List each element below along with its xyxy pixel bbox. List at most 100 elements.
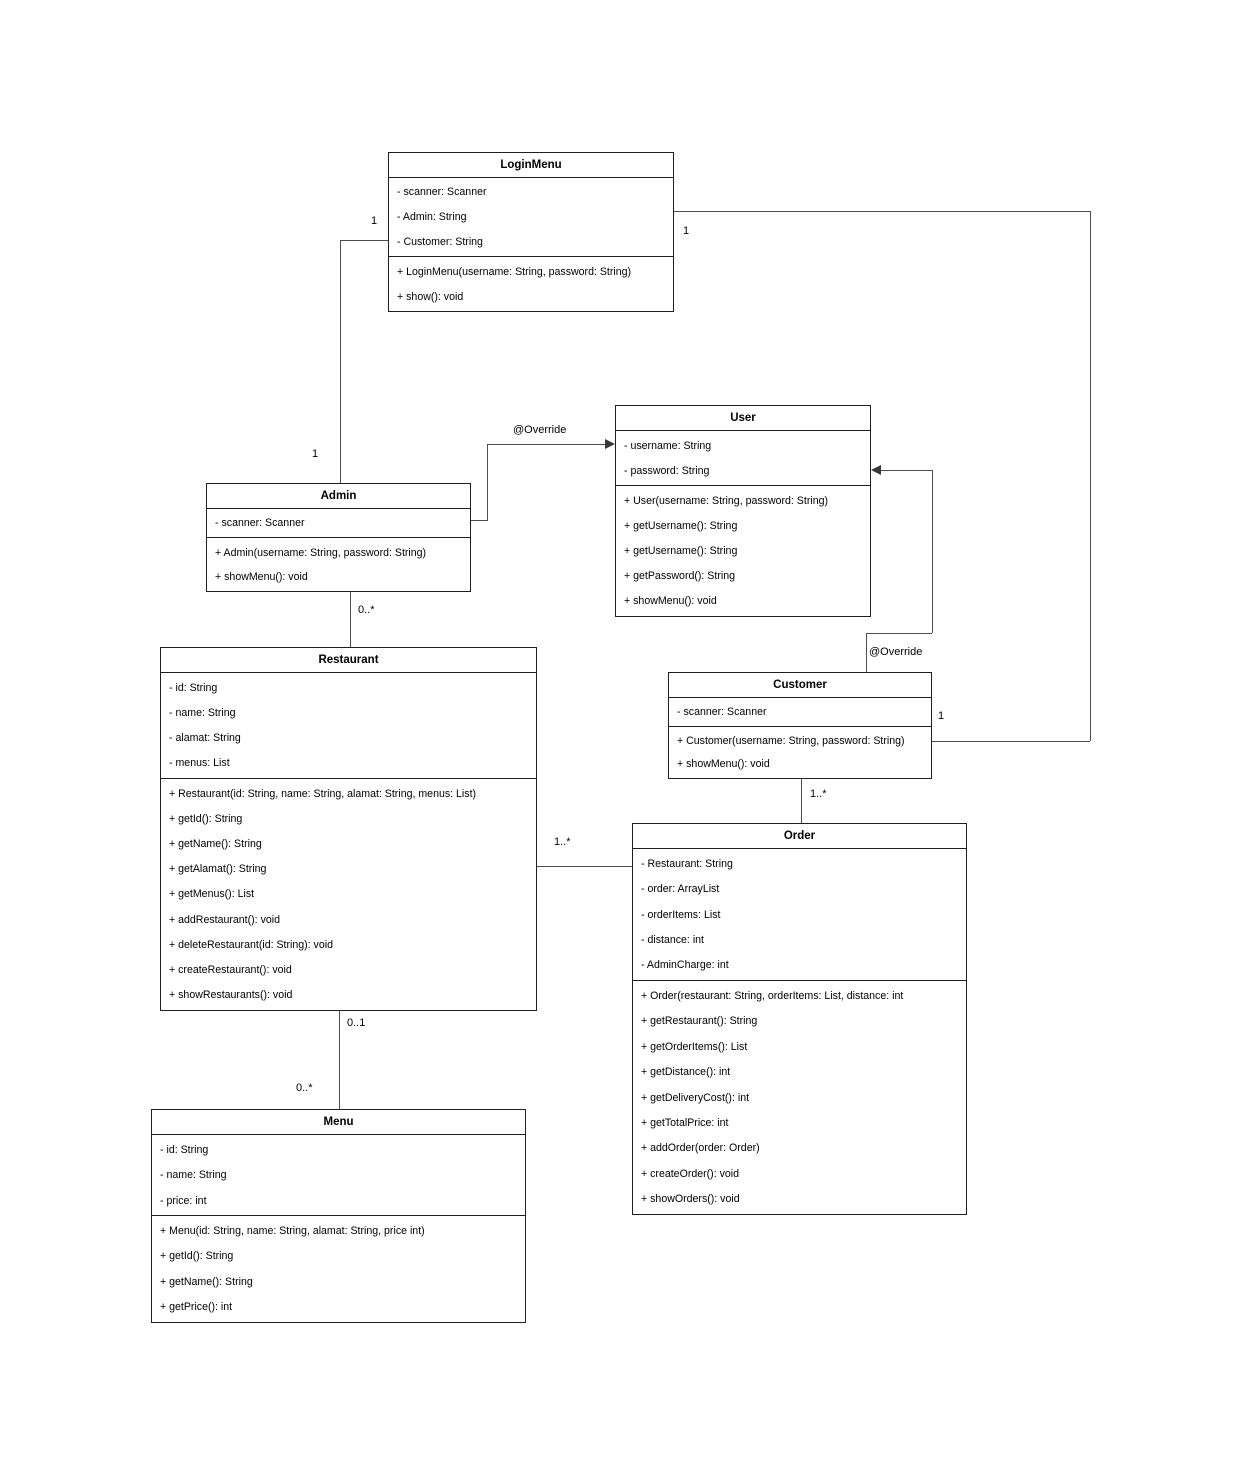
override-label: @Override: [513, 424, 567, 436]
association-loginmenu-customer-segment: [932, 741, 1090, 742]
association-restaurant-menu-segment: [339, 1011, 340, 1109]
multiplicity-label: 0..1: [347, 1017, 366, 1029]
class-attributes-section: - scanner: Scanner - Admin: String - Custo…: [389, 178, 673, 256]
class-attribute-row: - Admin: String: [397, 211, 467, 224]
class-title: LoginMenu: [389, 153, 673, 178]
class-attribute-row: - Restaurant: String: [641, 857, 733, 870]
class-attribute-row: - AdminCharge: int: [641, 959, 729, 972]
class-method-row: + createOrder(): void: [641, 1167, 740, 1180]
class-methods-section: + Menu(id: String, name: String, alamat:…: [152, 1215, 525, 1322]
class-method-row: + showMenu(): void: [677, 758, 770, 771]
association-loginmenu-customer-segment: [674, 211, 1090, 212]
multiplicity-label: 1..*: [554, 836, 571, 848]
arrowhead-admin-to-user-icon: [605, 439, 615, 449]
class-title: Menu: [152, 1110, 525, 1135]
class-method-row: + Restaurant(id: String, name: String, a…: [169, 787, 477, 800]
class-method-row: + getOrderItems(): List: [641, 1040, 748, 1053]
class-attributes-section: - scanner: Scanner: [669, 698, 931, 726]
class-attribute-row: - scanner: Scanner: [215, 517, 305, 530]
class-method-row: + getPrice(): int: [160, 1301, 233, 1314]
class-attribute-row: - id: String: [160, 1143, 209, 1156]
association-loginmenu-customer-segment: [1090, 211, 1091, 741]
class-method-row: + showRestaurants(): void: [169, 989, 293, 1002]
class-box-admin: Admin- scanner: Scanner+ Admin(username:…: [206, 483, 471, 592]
class-method-row: + addOrder(order: Order): [641, 1142, 760, 1155]
class-attributes-section: - username: String - password: String: [616, 431, 870, 485]
class-method-row: + Order(restaurant: String, orderItems: …: [641, 989, 904, 1002]
class-attribute-row: - name: String: [169, 706, 236, 719]
class-attribute-row: - price: int: [160, 1194, 207, 1207]
class-box-menu: Menu- id: String- name: String- price: i…: [151, 1109, 526, 1323]
override-arrow-admin-user-segment: [471, 520, 488, 521]
override-arrow-admin-user-segment: [487, 444, 488, 521]
class-box-user: User - username: String - password: String…: [615, 405, 871, 617]
class-methods-section: + User(username: String, password: Strin…: [616, 485, 870, 616]
class-method-row: + showMenu(): void: [215, 570, 308, 583]
class-method-row: + showOrders(): void: [641, 1193, 740, 1206]
arrowhead-customer-to-user-icon: [871, 465, 881, 475]
class-method-row: + getTotalPrice: int: [641, 1116, 729, 1129]
class-method-row: + getName(): String: [169, 838, 262, 850]
override-arrow-customer-user-segment: [881, 470, 932, 471]
class-method-row: + Admin(username: String, password: Stri…: [215, 546, 427, 559]
class-method-row: + getMenus(): List: [169, 888, 255, 901]
class-attribute-row: - order: ArrayList: [641, 883, 720, 896]
class-box-customer: Customer - scanner: Scanner + Customer(use…: [668, 672, 932, 779]
class-methods-section: + Admin(username: String, password: Stri…: [207, 537, 470, 591]
class-attribute-row: - scanner: Scanner: [397, 186, 487, 199]
multiplicity-label: 0..*: [296, 1082, 313, 1094]
class-method-row: + getRestaurant(): String: [641, 1015, 758, 1028]
class-attribute-row: - menus: List: [169, 757, 230, 770]
class-method-row: + show(): void: [397, 290, 464, 303]
class-method-row: + getId(): String: [160, 1250, 234, 1263]
class-title: Customer: [669, 673, 931, 698]
association-restaurant-order-segment: [537, 866, 632, 867]
class-methods-section: + Restaurant(id: String, name: String, a…: [161, 777, 536, 1010]
class-methods-section: + Order(restaurant: String, orderItems: …: [633, 980, 966, 1214]
class-attribute-row: - id: String: [169, 681, 218, 694]
class-method-row: + getName(): String: [160, 1275, 253, 1288]
class-attributes-section: - id: String - name: String - alamat: Stri…: [161, 673, 536, 778]
class-attribute-row: - username: String: [624, 439, 712, 452]
class-method-row: + getDeliveryCost(): int: [641, 1091, 750, 1104]
multiplicity-label: 1: [938, 710, 945, 722]
class-attribute-row: - alamat: String: [169, 732, 241, 745]
class-method-row: + getDistance(): int: [641, 1066, 731, 1079]
class-method-row: + createRestaurant(): void: [169, 964, 292, 977]
class-attribute-row: - scanner: Scanner: [677, 705, 767, 718]
multiplicity-label: 1: [683, 225, 690, 237]
class-title: User: [616, 406, 870, 431]
class-attribute-row: - password: String: [624, 464, 710, 477]
class-method-row: + getUsername(): String: [624, 519, 738, 532]
class-method-row: + getId(): String: [169, 812, 243, 825]
class-box-loginmenu: LoginMenu - scanner: Scanner - Admin: Stri…: [388, 152, 674, 312]
class-attribute-row: - Customer: String: [397, 235, 483, 248]
multiplicity-label: 1: [312, 448, 319, 460]
class-method-row: + addRestaurant(): void: [169, 913, 281, 926]
class-attributes-section: - scanner: Scanner: [207, 509, 470, 537]
class-method-row: + getPassword(): String: [624, 570, 735, 583]
class-method-row: + LoginMenu(username: String, password: …: [397, 265, 632, 278]
class-method-row: + User(username: String, password: Strin…: [624, 494, 829, 507]
class-attribute-row: - orderItems: List: [641, 908, 721, 921]
association-customer-order-segment: [801, 779, 802, 823]
class-attributes-section: - Restaurant: String - order: ArrayList - …: [633, 849, 966, 980]
class-methods-section: + Customer(username: String, password: S…: [669, 725, 931, 778]
class-method-row: + Menu(id: String, name: String, alamat:…: [160, 1225, 425, 1237]
class-method-row: + deleteRestaurant(id: String): void: [169, 938, 333, 951]
class-attributes-section: - id: String- name: String- price: int: [152, 1135, 525, 1215]
association-loginmenu-admin-segment: [340, 240, 388, 241]
multiplicity-label: 1: [371, 215, 378, 227]
override-arrow-customer-user-segment: [866, 633, 932, 634]
class-method-row: + showMenu(): void: [624, 595, 717, 608]
override-arrow-admin-user-segment: [487, 444, 605, 445]
class-method-row: + Customer(username: String, password: S…: [677, 734, 905, 747]
multiplicity-label: 1..*: [810, 788, 827, 800]
class-method-row: + getUsername(): String: [624, 545, 738, 558]
class-box-order: Order- Restaurant: String- order: ArrayL…: [632, 823, 967, 1215]
association-admin-restaurant-segment: [350, 592, 351, 647]
association-loginmenu-admin-segment: [340, 240, 341, 483]
class-box-restaurant: Restaurant- id: String- name: String- al…: [160, 647, 537, 1011]
class-methods-section: + LoginMenu(username: String, password: …: [389, 256, 673, 311]
